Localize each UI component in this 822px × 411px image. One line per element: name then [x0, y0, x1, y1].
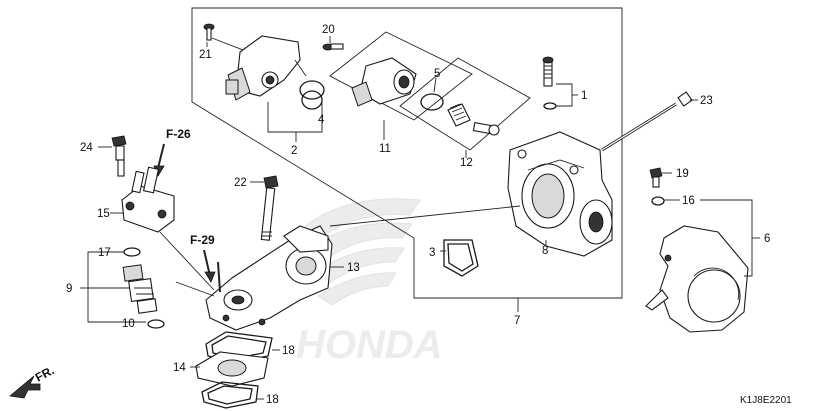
part-10-seal — [147, 319, 165, 329]
part-1-adjust-screw — [542, 56, 557, 110]
diagram-code: K1J8E2201 — [740, 395, 792, 406]
label-part-15: 15 — [97, 208, 110, 220]
front-direction-label: FR. — [33, 363, 57, 384]
label-part-11: 11 — [379, 143, 391, 155]
part-11-subgroup-box — [329, 31, 473, 121]
label-part-17: 17 — [98, 247, 111, 259]
label-part-24: 24 — [80, 142, 93, 154]
part-18-gasket-lower — [201, 381, 259, 409]
label-part-19: 19 — [676, 168, 689, 180]
label-part-16: 16 — [682, 195, 695, 207]
label-part-7: 7 — [514, 315, 520, 327]
label-part-6: 6 — [764, 233, 770, 245]
part-14-insulator — [195, 351, 269, 387]
label-part-3: 3 — [429, 247, 435, 259]
label-part-10: 10 — [122, 318, 135, 330]
ref-f26: F-26 — [166, 127, 191, 141]
part-24-bolt — [111, 135, 127, 177]
label-part-8: 8 — [542, 245, 548, 257]
label-part-4: 4 — [318, 114, 325, 126]
part-22-bolt — [260, 175, 279, 241]
part-4-o-ring — [299, 80, 325, 110]
part-3-gasket — [443, 239, 479, 277]
part-21-screw — [203, 23, 215, 41]
label-part-23: 23 — [700, 95, 713, 107]
label-part-18-upper: 18 — [282, 345, 295, 357]
part-9-fuel-injector — [122, 264, 158, 314]
label-part-22: 22 — [234, 177, 247, 189]
label-part-18-lower: 18 — [266, 394, 279, 406]
part-12-subgroup-box — [399, 57, 531, 151]
part-6-throttle-cover — [645, 225, 749, 333]
label-part-5: 5 — [434, 68, 440, 80]
label-part-1: 1 — [581, 90, 587, 102]
honda-watermark-text: HONDA — [296, 323, 443, 367]
label-part-2: 2 — [291, 145, 297, 157]
part-20-screw — [322, 43, 344, 51]
part-13-intake-pipe — [205, 225, 333, 331]
part-23-bolt — [601, 91, 693, 152]
part-5-o-ring — [420, 93, 444, 111]
part-12-spring-assembly — [447, 103, 500, 136]
label-part-9: 9 — [66, 283, 72, 295]
ref-f29: F-29 — [190, 233, 215, 247]
part-17-seal — [123, 247, 141, 257]
label-part-21: 21 — [199, 49, 212, 61]
part-11-idle-valve — [351, 57, 417, 107]
label-part-12: 12 — [460, 157, 473, 169]
part-15-fuel-joint — [121, 166, 175, 233]
honda-wing-watermark: HONDA — [296, 198, 443, 367]
part-16-washer — [651, 196, 665, 206]
part-18-gasket-upper — [205, 331, 273, 363]
label-part-14: 14 — [173, 362, 186, 374]
part-19-bolt — [649, 167, 663, 188]
part-8-throttle-body — [507, 131, 613, 257]
label-part-20: 20 — [322, 24, 335, 36]
front-direction-arrow: FR. — [9, 363, 57, 399]
label-part-13: 13 — [347, 262, 360, 274]
part-2-throttle-sensor — [225, 35, 307, 101]
